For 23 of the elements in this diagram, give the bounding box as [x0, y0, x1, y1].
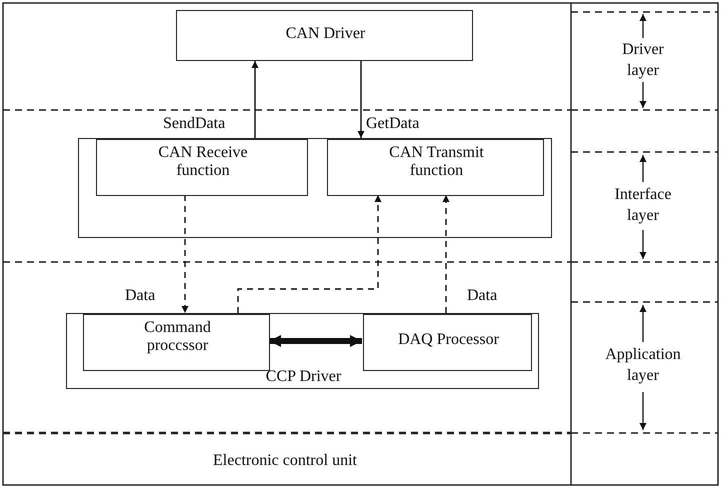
arrow [252, 61, 258, 138]
processor-box [83, 314, 270, 371]
processor-box [363, 314, 532, 371]
box-label: CAN Transmit function [388, 144, 485, 181]
container-box [78, 138, 552, 238]
arrow [442, 195, 450, 313]
box-label: CAN Driver [284, 25, 366, 44]
layer-label: Application layer [604, 345, 682, 386]
box-label: DAQ Processor [397, 331, 500, 350]
box-label: CAN Receive function [157, 144, 249, 181]
driver-box [66, 313, 539, 389]
arrow [358, 61, 364, 138]
box-label: Command proccssor [143, 319, 212, 356]
layer-label: Driver layer [621, 40, 665, 81]
double-arrow [269, 335, 362, 347]
function-box [96, 139, 308, 196]
box-label: CCP Driver [264, 368, 342, 386]
arrow [182, 195, 188, 313]
arrow [237, 195, 382, 313]
unit-label: Electronic control unit [212, 451, 358, 471]
layer-label: Interface layer [614, 185, 672, 226]
function-box [327, 139, 544, 196]
driver-box [176, 10, 473, 61]
